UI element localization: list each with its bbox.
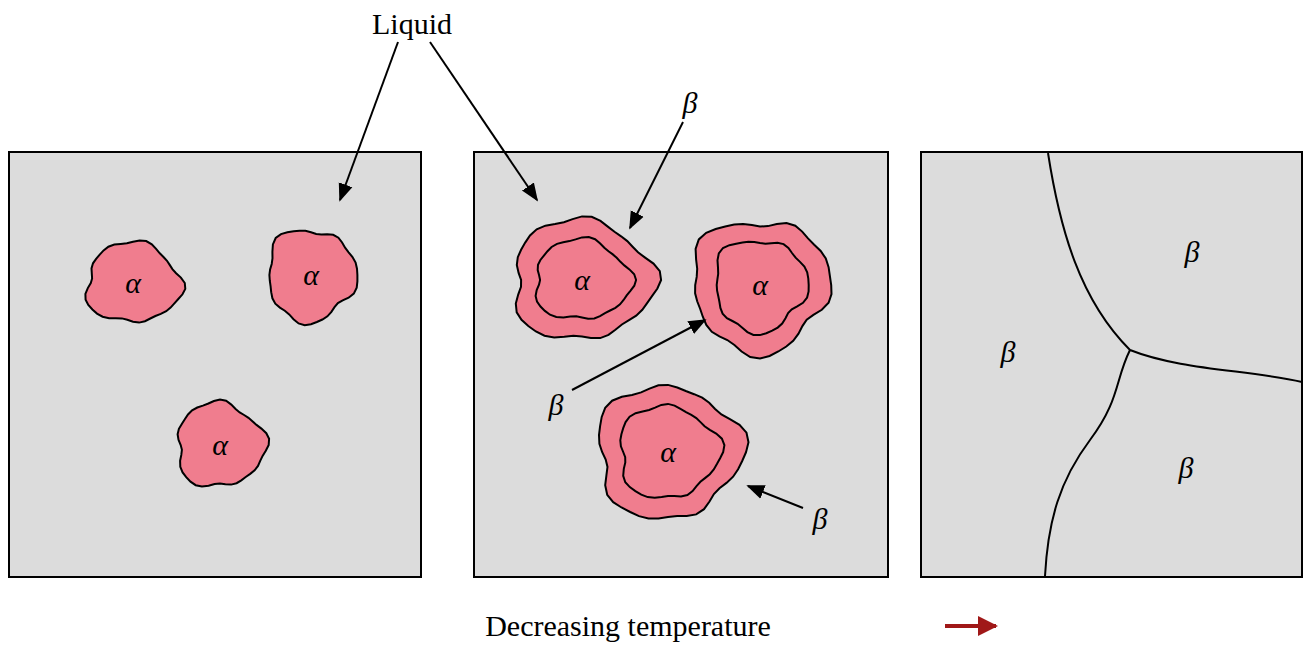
alpha-core	[536, 237, 637, 319]
grain-boundary	[1048, 153, 1302, 382]
grain-label: β	[1179, 453, 1194, 483]
phase-symbol: α	[303, 260, 319, 290]
leader-arrow	[572, 320, 705, 390]
leader-arrow	[430, 42, 537, 200]
alpha-particle	[178, 400, 270, 487]
grain-blobs	[85, 216, 831, 518]
grain-boundary	[1045, 350, 1130, 576]
axis-caption: Decreasing temperature	[485, 611, 771, 641]
alpha-particle: α	[752, 270, 768, 300]
alpha-particle: α	[303, 260, 319, 290]
leader-arrow	[748, 486, 803, 508]
panel	[921, 152, 1302, 577]
phase-symbol: α	[212, 430, 228, 460]
panel	[474, 152, 888, 577]
phase-label: β	[549, 390, 564, 420]
alpha-particle: α	[660, 437, 676, 467]
grain-label: β	[1185, 237, 1200, 267]
leader-arrow	[340, 42, 398, 200]
alpha-core	[717, 242, 809, 335]
beta-shell	[695, 223, 831, 359]
leader-arrow	[630, 122, 683, 228]
alpha-particle	[85, 241, 185, 323]
alpha-particle	[269, 231, 357, 326]
phase-symbol: α	[752, 270, 768, 300]
phase-label: Liquid	[372, 9, 452, 39]
alpha-particle: α	[125, 268, 141, 298]
phase-symbol: α	[125, 268, 141, 298]
panel	[9, 152, 421, 577]
phase-symbol: α	[574, 265, 590, 295]
phase-symbol: α	[660, 437, 676, 467]
beta-shell	[516, 216, 661, 338]
grain-label: β	[1001, 337, 1016, 367]
alpha-particle: α	[212, 430, 228, 460]
alpha-particle: α	[574, 265, 590, 295]
beta-shell	[599, 385, 749, 519]
phase-label: β	[683, 88, 698, 118]
alpha-core	[620, 404, 724, 498]
phase-label: β	[813, 504, 828, 534]
temperature-arrow	[945, 624, 996, 628]
